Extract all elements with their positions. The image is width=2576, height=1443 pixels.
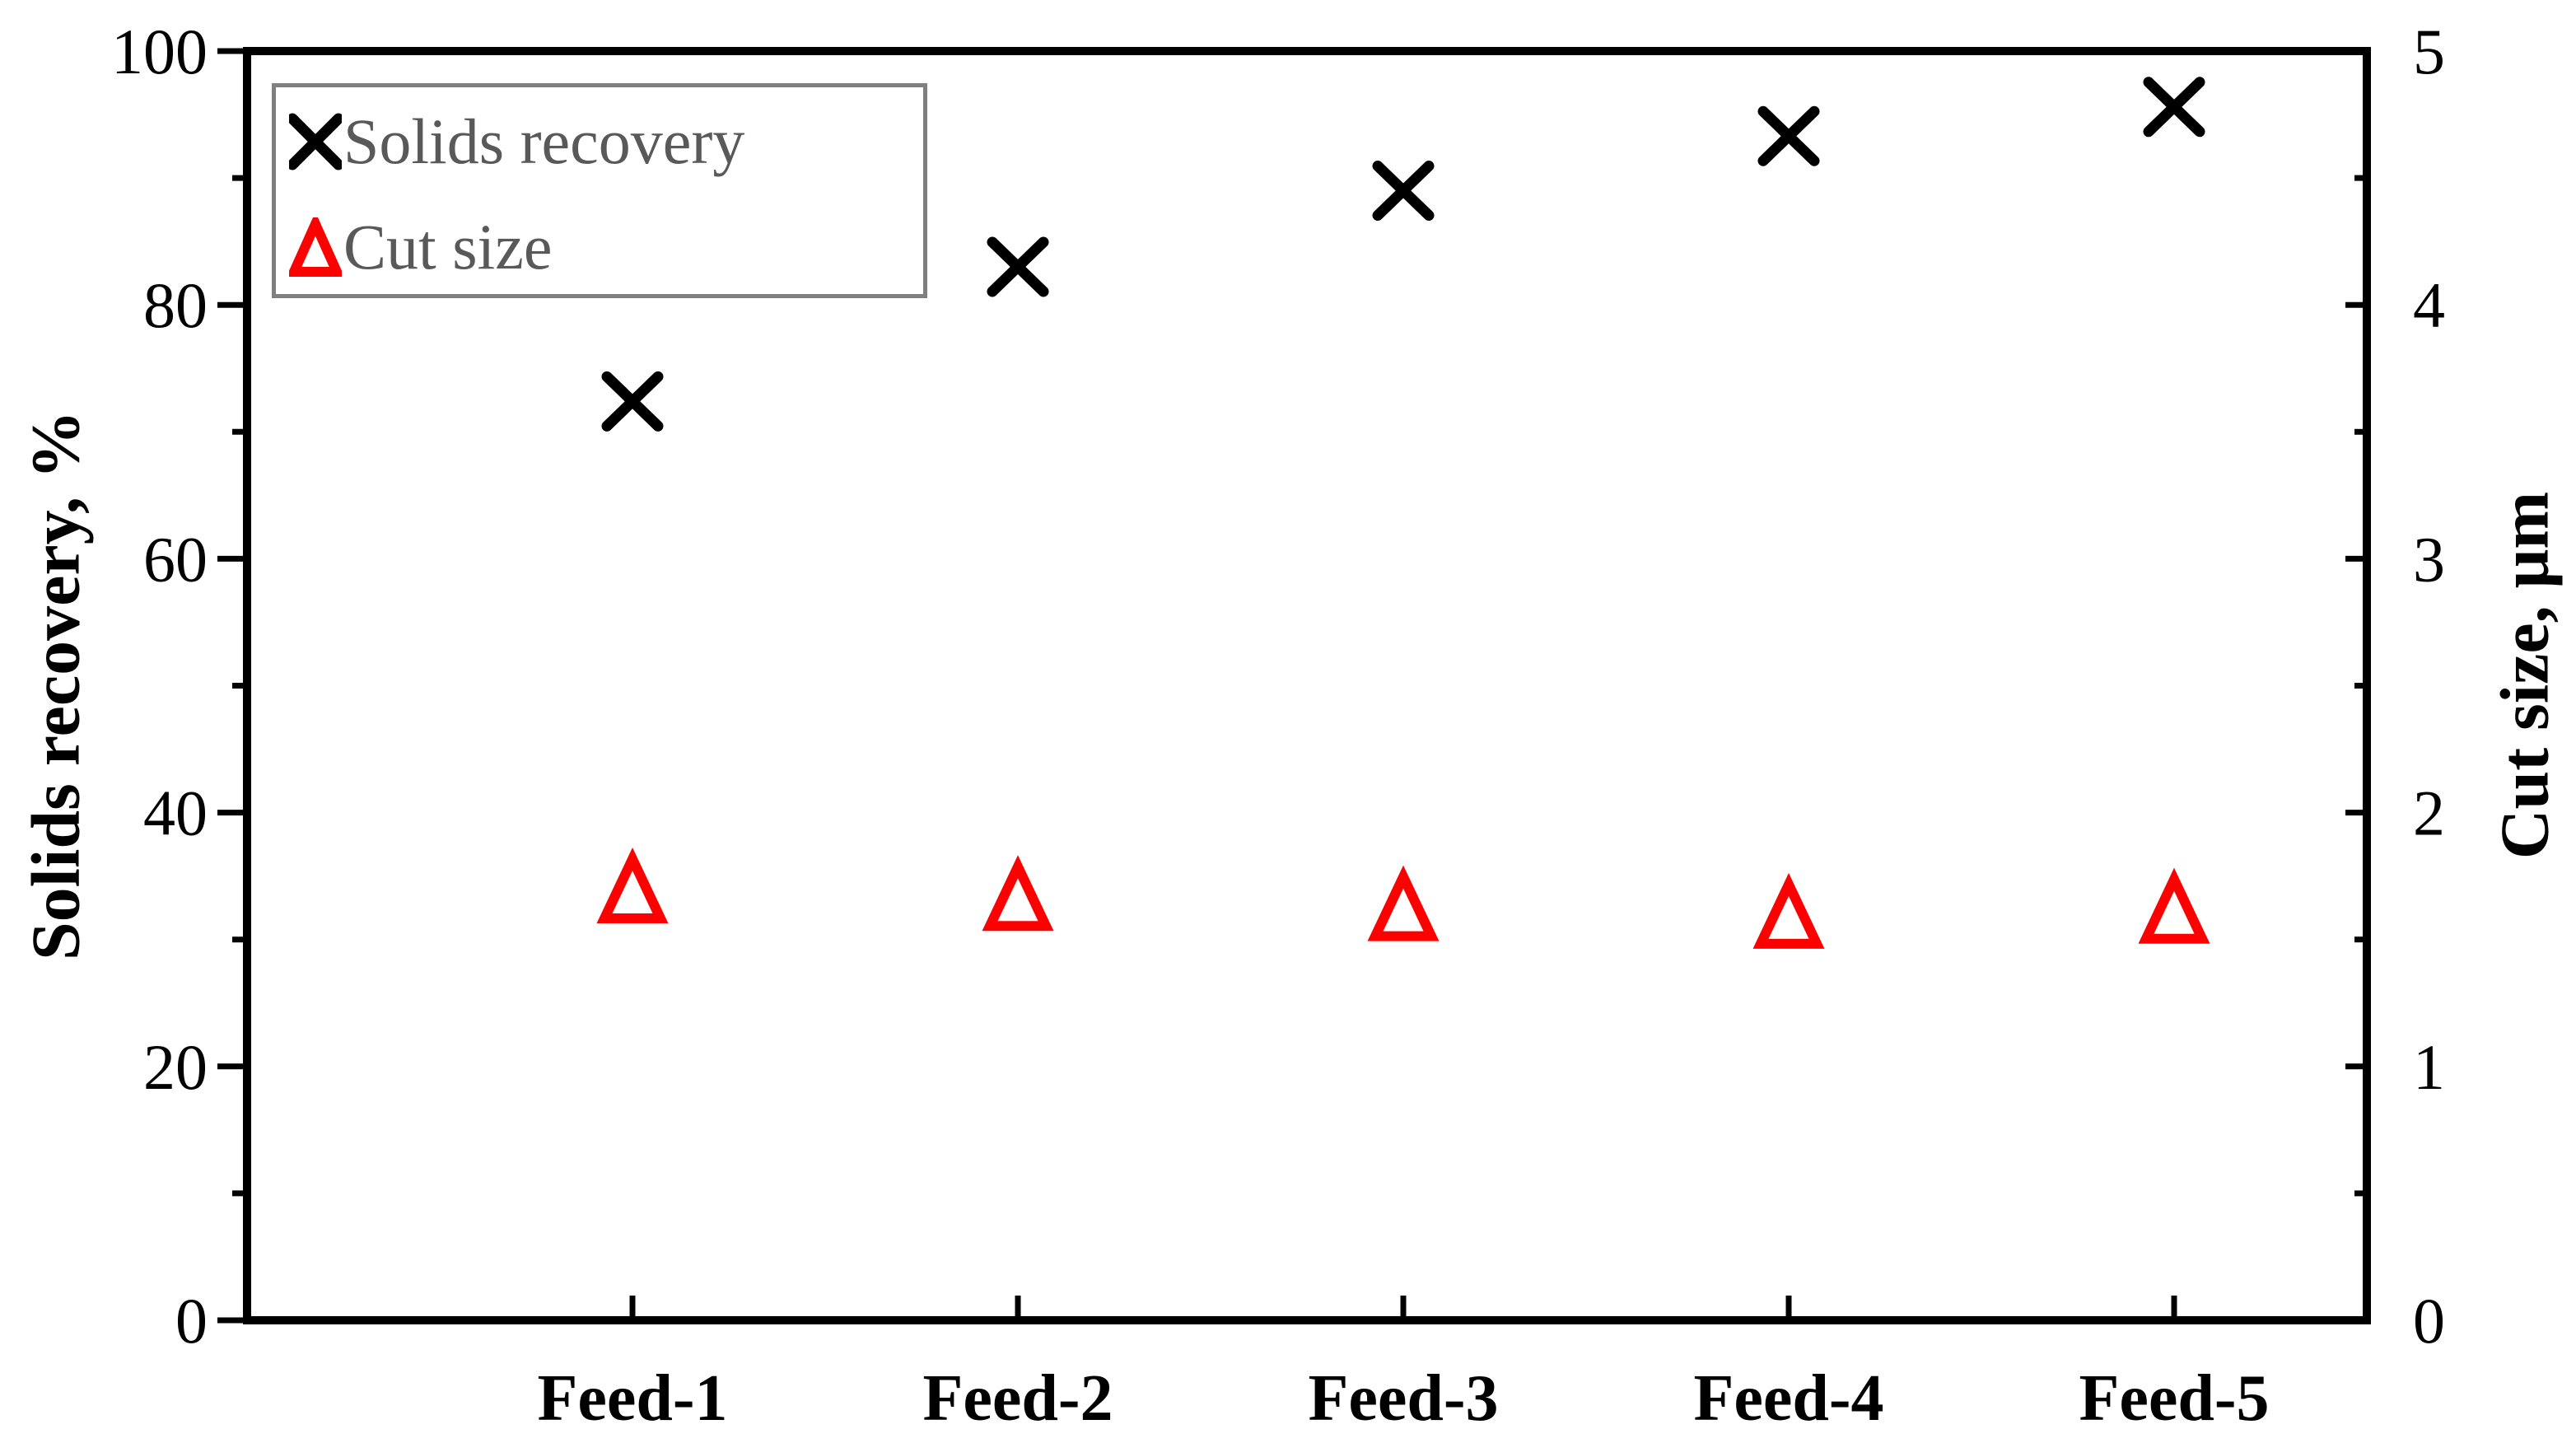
right-axis-title: Cut size, μm	[2486, 491, 2564, 860]
plot-frame	[243, 47, 2371, 1324]
legend: Solids recovery Cut size	[272, 83, 927, 298]
triangle-marker-icon	[289, 217, 342, 277]
x-axis-category-label: Feed-4	[1693, 1362, 1883, 1435]
x-axis-category-label: Feed-2	[922, 1362, 1113, 1435]
left-axis-tick-label: 0	[175, 1285, 208, 1357]
legend-item-solids-recovery: Solids recovery	[289, 105, 745, 177]
data-point-x-marker	[601, 371, 664, 432]
data-point-triangle-marker	[1752, 872, 1825, 949]
legend-item-cut-size: Cut size	[289, 211, 553, 283]
legend-label: Cut size	[343, 211, 553, 283]
data-point-triangle-marker	[1367, 865, 1440, 941]
left-axis-tick-label: 80	[143, 269, 208, 341]
right-axis-tick-label: 3	[2413, 523, 2445, 595]
right-axis-tick-label: 2	[2413, 778, 2445, 849]
data-point-x-marker	[1372, 161, 1435, 222]
data-point-triangle-marker	[2138, 867, 2210, 944]
x-marker-icon	[289, 113, 342, 170]
right-axis-tick-label: 4	[2413, 269, 2445, 341]
x-axis-category-label: Feed-3	[1308, 1362, 1498, 1435]
left-axis-tick-label: 60	[143, 523, 208, 595]
left-axis-tick-label: 40	[143, 778, 208, 849]
right-axis-tick-label: 5	[2413, 16, 2445, 87]
data-point-triangle-marker	[596, 848, 669, 924]
x-axis-category-label: Feed-1	[537, 1362, 727, 1435]
data-point-x-marker	[1757, 105, 1820, 166]
left-axis-tick-label: 20	[143, 1031, 208, 1103]
left-axis-tick-label: 100	[111, 16, 208, 87]
right-axis-tick-label: 1	[2413, 1031, 2445, 1103]
data-point-x-marker	[987, 236, 1049, 297]
right-axis-tick-label: 0	[2413, 1285, 2445, 1357]
legend-label: Solids recovery	[343, 105, 745, 177]
data-point-x-marker	[2143, 77, 2205, 138]
x-axis-category-label: Feed-5	[2079, 1362, 2269, 1435]
data-point-triangle-marker	[982, 855, 1054, 932]
left-axis-title: Solids recovery, %	[17, 409, 95, 961]
